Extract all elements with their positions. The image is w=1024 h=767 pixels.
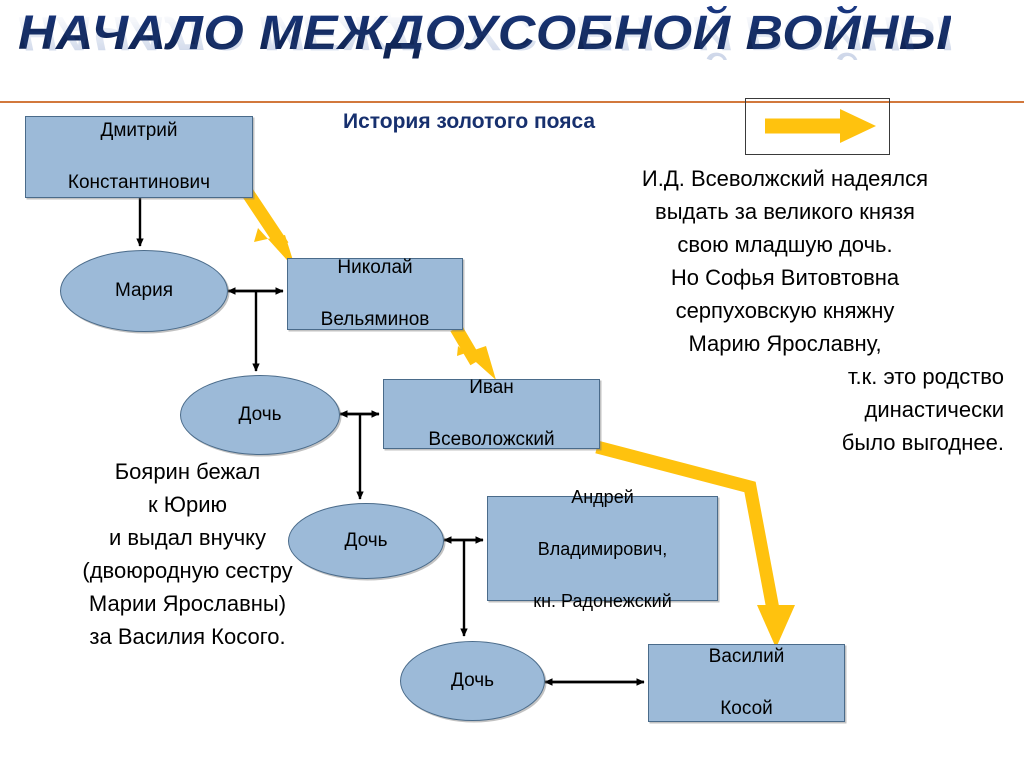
node-maria-label: Мария xyxy=(114,280,174,301)
node-ivan-line2: Всеволожский xyxy=(428,429,555,450)
right-text-line-5: серпуховскую княжну xyxy=(675,298,895,323)
slide-title-block: НАЧАЛО МЕЖДОУСОБНОЙ ВОЙНЫ НАЧАЛО МЕЖДОУС… xyxy=(18,6,951,94)
page-title: НАЧАЛО МЕЖДОУСОБНОЙ ВОЙНЫ xyxy=(18,7,952,60)
node-vasiliy[interactable]: Василий Косой xyxy=(648,644,845,722)
right-text-line-8: династически xyxy=(864,397,1005,422)
left-text-line-4: (двоюродную сестру xyxy=(82,558,293,583)
left-text-line-5: Марии Ярославны) xyxy=(88,591,287,616)
left-text-line-2: к Юрию xyxy=(148,492,227,517)
right-text-line-2: выдать за великого князя xyxy=(655,199,915,224)
right-text-line-3: свою младшую дочь. xyxy=(677,232,893,257)
node-vasiliy-line1: Василий xyxy=(708,646,785,667)
left-text-block: Боярин бежал к Юрию и выдал внучку (двою… xyxy=(30,455,345,653)
left-text-line-6: за Василия Косого. xyxy=(89,624,286,649)
node-daughter-3-label: Дочь xyxy=(450,670,495,691)
node-daughter-3[interactable]: Дочь xyxy=(400,641,545,721)
node-andrey-line2: Владимирович, xyxy=(537,538,668,559)
node-dmitry-line2: Константинович xyxy=(67,172,211,193)
header-divider xyxy=(0,101,1024,103)
node-daughter-2-label: Дочь xyxy=(344,530,388,551)
right-text-block: И.Д. Всеволжский надеялся выдать за вели… xyxy=(560,162,1010,459)
right-text-line-9: было выгоднее. xyxy=(841,430,1004,455)
node-nikolay[interactable]: Николай Вельяминов xyxy=(287,257,463,330)
node-nikolay-line1: Николай xyxy=(337,257,413,278)
legend-box xyxy=(745,98,890,155)
node-andrey[interactable]: Андрей Владимирович, кн. Радонежский xyxy=(487,487,718,611)
right-text-line-1: И.Д. Всеволжский надеялся xyxy=(641,166,929,191)
yellow-arrow-1-shaft xyxy=(241,188,289,250)
node-andrey-line3: кн. Радонежский xyxy=(533,590,672,611)
right-text-line-6: Марию Ярославну, xyxy=(688,331,882,356)
node-dmitry-line1: Дмитрий xyxy=(100,120,178,141)
node-daughter-1-label: Дочь xyxy=(238,404,282,425)
node-nikolay-line2: Вельяминов xyxy=(320,309,430,330)
page-title-reflection: НАЧАЛО МЕЖДОУСОБНОЙ ВОЙНЫ xyxy=(18,6,952,59)
node-ivan-line1: Иван xyxy=(469,377,514,398)
node-vasiliy-line2: Косой xyxy=(720,698,773,719)
node-andrey-line1: Андрей xyxy=(571,486,634,507)
yellow-arrow-3-head xyxy=(757,605,795,648)
right-text-line-4: Но Софья Витовтовна xyxy=(670,265,900,290)
node-daughter-2[interactable]: Дочь xyxy=(288,503,444,579)
node-dmitry[interactable]: Дмитрий Константинович xyxy=(25,116,253,198)
yellow-arrow-2-shaft xyxy=(450,324,482,366)
node-daughter-1[interactable]: Дочь xyxy=(180,375,340,455)
left-text-line-3: и выдал внучку xyxy=(108,525,267,550)
section-heading: История золотого пояса xyxy=(343,110,596,133)
left-text-line-1: Боярин бежал xyxy=(114,459,261,484)
node-maria[interactable]: Мария xyxy=(60,250,228,332)
right-text-line-7: т.к. это родство xyxy=(847,364,1004,389)
node-ivan[interactable]: Иван Всеволожский xyxy=(383,377,600,450)
